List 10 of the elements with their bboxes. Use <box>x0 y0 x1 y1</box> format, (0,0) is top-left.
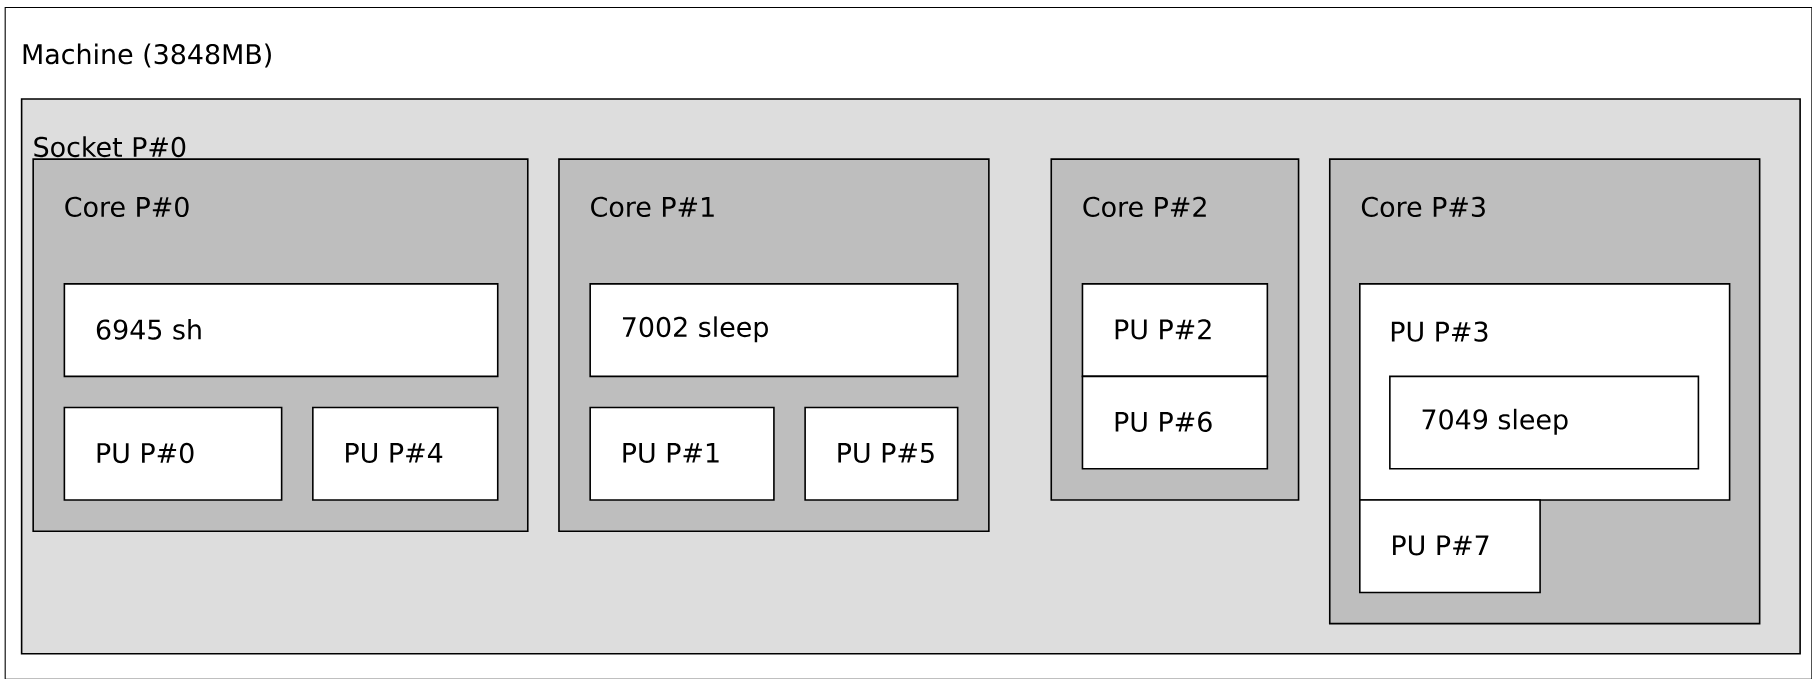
pu-box: PU P#6 <box>1081 375 1269 470</box>
pu-box: PU P#2 <box>1081 283 1269 378</box>
process-box: 7049 sleep <box>1389 375 1700 470</box>
process-box: 6945 sh <box>63 283 499 378</box>
pu-box: PU P#5 <box>804 406 959 501</box>
pu-box: PU P#0 <box>63 406 283 501</box>
pu-box: PU P#7 <box>1359 499 1541 594</box>
process-box: 7002 sleep <box>589 283 959 378</box>
pu-box: PU P#4 <box>312 406 499 501</box>
pu-box: PU P#1 <box>589 406 775 501</box>
